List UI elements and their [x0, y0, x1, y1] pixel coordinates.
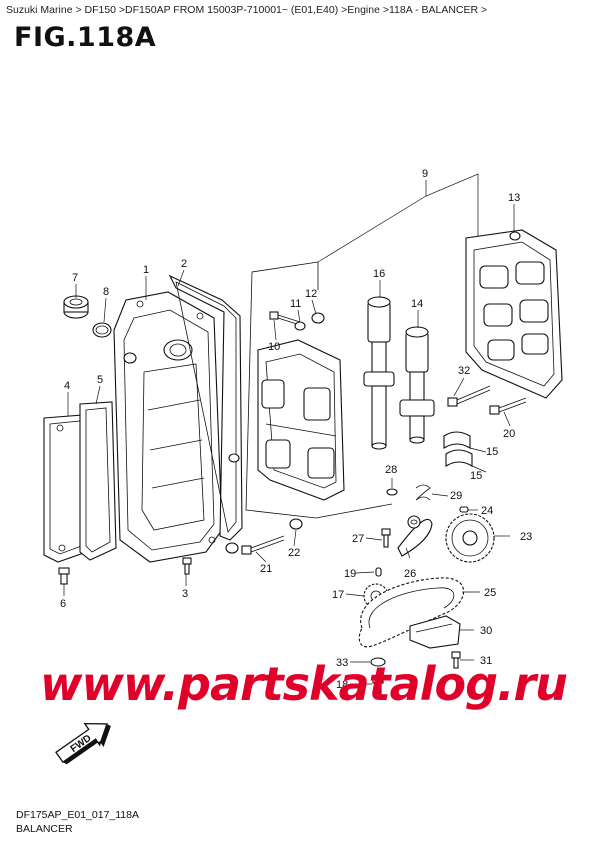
callout-24: 24 — [481, 505, 493, 517]
chain-guide-30 — [409, 615, 461, 649]
watermark: www.partskatalog.ru — [40, 657, 567, 711]
callout-29: 29 — [450, 490, 462, 502]
bolt-20 — [489, 397, 527, 415]
bolt-21 — [241, 535, 285, 555]
upper-housing — [465, 229, 563, 399]
callout-2: 2 — [181, 258, 187, 270]
bolt-18 — [372, 675, 384, 694]
callout-31: 31 — [480, 655, 492, 667]
bolt-3 — [182, 557, 192, 575]
callout-16: 16 — [373, 268, 385, 280]
o-ring-8 — [92, 322, 112, 338]
breadcrumb: Suzuki Marine > DF150 >DF150AP FROM 1500… — [6, 4, 488, 16]
callout-1: 1 — [143, 264, 149, 276]
bolt-32 — [447, 385, 491, 407]
callout-20: 20 — [503, 428, 515, 440]
spring-29 — [415, 484, 431, 501]
dowel-22 — [289, 518, 303, 530]
pin-24 — [459, 506, 469, 513]
washer-33 — [370, 657, 386, 667]
bolt-31 — [451, 651, 461, 669]
balancer-shaft-16 — [363, 296, 395, 450]
callout-3: 3 — [182, 588, 188, 600]
sprocket-23 — [445, 513, 495, 563]
tensioner-26 — [397, 515, 433, 557]
callout-19: 19 — [344, 568, 356, 580]
callout-21: 21 — [260, 563, 272, 575]
oil-cap — [63, 295, 89, 319]
callout-labels: 1 2 3 4 5 6 7 8 9 10 11 12 13 14 15 15 1… — [60, 168, 532, 691]
callout-15b: 15 — [470, 470, 482, 482]
bushings-15 — [443, 431, 473, 467]
callout-9: 9 — [422, 168, 428, 180]
washer-28 — [386, 488, 398, 496]
pin-19 — [375, 567, 382, 577]
dowel-11-12 — [294, 312, 325, 331]
balancer-case — [257, 339, 345, 501]
callout-8: 8 — [103, 286, 109, 298]
callout-14: 14 — [411, 298, 423, 310]
callout-27: 27 — [352, 533, 364, 545]
callout-25: 25 — [484, 587, 496, 599]
callout-15a: 15 — [486, 446, 498, 458]
callout-32: 32 — [458, 365, 470, 377]
callout-26: 26 — [404, 568, 416, 580]
housing-gasket — [168, 274, 243, 541]
callout-18: 18 — [336, 679, 348, 691]
balancer-shaft-14 — [399, 326, 435, 444]
callout-6: 6 — [60, 598, 66, 610]
case-frame — [245, 261, 393, 519]
leader-lines — [63, 173, 515, 685]
callout-11: 11 — [290, 298, 301, 310]
bolt-6 — [58, 567, 70, 585]
callout-13: 13 — [508, 192, 520, 204]
cover-gasket — [79, 401, 117, 561]
small-plugs — [225, 453, 240, 554]
callout-12: 12 — [305, 288, 317, 300]
bolt-27 — [381, 528, 391, 548]
figure-name: BALANCER — [16, 823, 73, 835]
figure-code: DF175AP_E01_017_118A — [16, 809, 139, 821]
callout-33: 33 — [336, 657, 348, 669]
callout-23: 23 — [520, 531, 532, 543]
callout-5: 5 — [97, 374, 103, 386]
fwd-arrow-icon: FWD — [55, 722, 111, 765]
callout-10: 10 — [268, 341, 280, 353]
balancer-housing — [113, 291, 223, 563]
callout-28: 28 — [385, 464, 397, 476]
callout-30: 30 — [480, 625, 492, 637]
callout-7: 7 — [72, 272, 78, 284]
callout-17: 17 — [332, 589, 344, 601]
chain-25 — [358, 577, 465, 648]
callout-4: 4 — [64, 380, 70, 392]
callout-22: 22 — [288, 547, 300, 559]
figure-title: FIG.118A — [14, 22, 157, 53]
